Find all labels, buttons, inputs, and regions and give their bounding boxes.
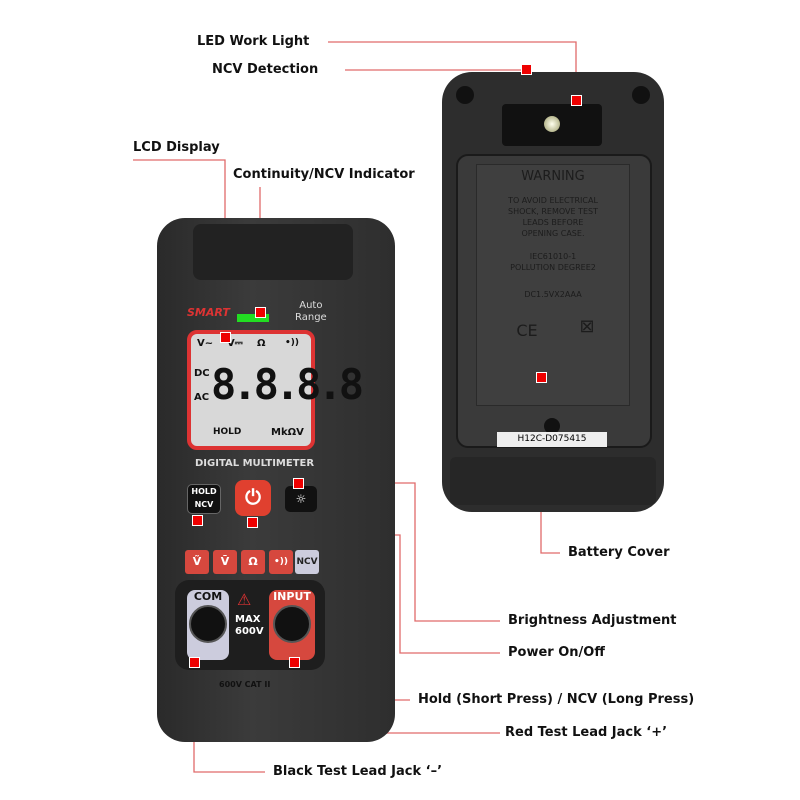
multimeter-front: SMART Auto Range V~ V⎓ Ω •)) DC AC 8.8.8… — [157, 218, 395, 742]
screw-hole — [632, 86, 650, 104]
com-label: COM — [193, 590, 223, 603]
input-jack[interactable]: INPUT — [269, 590, 315, 660]
warning-label: WARNING TO AVOID ELECTRICAL SHOCK, REMOV… — [476, 164, 630, 406]
max-text: MAX — [235, 614, 261, 625]
range-text: Range — [295, 312, 327, 323]
power-button[interactable]: ⏻ — [235, 480, 271, 516]
jack-panel: COM ⚠ MAX 600V INPUT — [175, 580, 325, 670]
label-hold-ncv: Hold (Short Press) / NCV (Long Press) — [418, 692, 695, 707]
warning-icon: ⚠ — [237, 590, 252, 609]
warning-title: WARNING — [521, 169, 585, 184]
max-voltage-label: MAX 600V — [235, 614, 264, 638]
lcd-digits: 8.8.8.8 — [211, 360, 364, 409]
auto-text: Auto — [299, 300, 323, 311]
lcd-units: MkΩV — [271, 427, 304, 438]
label-continuity-indicator: Continuity/NCV Indicator — [233, 167, 415, 182]
marker-brightness — [293, 478, 304, 489]
lcd-hold: HOLD — [213, 427, 242, 437]
mode-continuity-button[interactable]: •)) — [269, 550, 293, 574]
auto-range-label: Auto Range — [295, 300, 327, 324]
brand-text: SMART — [187, 306, 230, 319]
weee-icon: ⊠ — [579, 316, 595, 337]
com-jack[interactable]: COM — [187, 590, 229, 660]
power-icon: ⏻ — [245, 485, 261, 509]
multimeter-back: WARNING TO AVOID ELECTRICAL SHOCK, REMOV… — [442, 72, 664, 512]
lcd-mode-dc: V⎓ — [227, 338, 243, 349]
serial-label: H12C-D075415 — [497, 432, 607, 447]
label-brightness: Brightness Adjustment — [508, 613, 677, 628]
continuity-indicator — [237, 314, 269, 322]
input-label: INPUT — [273, 590, 311, 603]
mode-ac-voltage-button[interactable]: Ṽ — [185, 550, 209, 574]
mode-dc-voltage-button[interactable]: V̄ — [213, 550, 237, 574]
marker-hold — [192, 515, 203, 526]
label-black-jack: Black Test Lead Jack ‘–’ — [273, 764, 443, 779]
marker-led — [571, 95, 582, 106]
marker-ncv — [521, 64, 532, 75]
warning-line: OPENING CASE. — [521, 229, 585, 238]
top-bumper — [193, 224, 353, 280]
label-ncv-detection: NCV Detection — [212, 62, 319, 77]
screw-hole — [456, 86, 474, 104]
warning-line: TO AVOID ELECTRICAL — [508, 196, 598, 205]
led-work-light — [502, 104, 602, 146]
battery-spec: DC1.5VX2AAA — [524, 290, 582, 299]
label-power: Power On/Off — [508, 645, 605, 660]
hold-ncv-button[interactable]: HOLD NCV — [187, 484, 221, 514]
marker-battery — [536, 372, 547, 383]
cover-screw — [544, 418, 560, 434]
label-red-jack: Red Test Lead Jack ‘+’ — [505, 725, 668, 740]
marker-black-jack — [189, 657, 200, 668]
voltage-text: 600V — [235, 626, 264, 637]
label-lcd-display: LCD Display — [133, 140, 220, 155]
model-label: DIGITAL MULTIMETER — [195, 458, 315, 469]
lcd-mode-ohm: Ω — [257, 338, 266, 349]
marker-lcd — [220, 332, 231, 343]
brightness-button[interactable]: ☼ — [285, 486, 317, 512]
label-battery-cover: Battery Cover — [568, 545, 670, 560]
lcd-display: V~ V⎓ Ω •)) DC AC 8.8.8.8 HOLD MkΩV — [187, 330, 364, 450]
warning-line: LEADS BEFORE — [522, 218, 584, 227]
hold-text: HOLD — [191, 487, 217, 496]
marker-indicator — [255, 307, 266, 318]
back-bumper — [450, 457, 656, 505]
pollution-text: POLLUTION DEGREE2 — [510, 263, 596, 272]
lcd-dc: DC — [194, 368, 210, 379]
warning-line: SHOCK, REMOVE TEST — [508, 207, 598, 216]
mode-resistance-button[interactable]: Ω — [241, 550, 265, 574]
light-icon: ☼ — [295, 492, 307, 506]
standard-text: IEC61010-1 — [529, 252, 577, 261]
marker-red-jack — [289, 657, 300, 668]
marker-power — [247, 517, 258, 528]
label-led-work-light: LED Work Light — [197, 34, 310, 49]
battery-cover: WARNING TO AVOID ELECTRICAL SHOCK, REMOV… — [456, 154, 652, 448]
mode-ncv-button[interactable]: NCV — [295, 550, 319, 574]
lcd-ac: AC — [194, 392, 210, 403]
ncv-text: NCV — [194, 500, 214, 509]
cat-rating: 600V CAT II — [219, 680, 271, 689]
ce-mark: CE — [516, 321, 538, 340]
lcd-mode-continuity: •)) — [285, 338, 299, 348]
lcd-mode-ac: V~ — [197, 338, 214, 349]
